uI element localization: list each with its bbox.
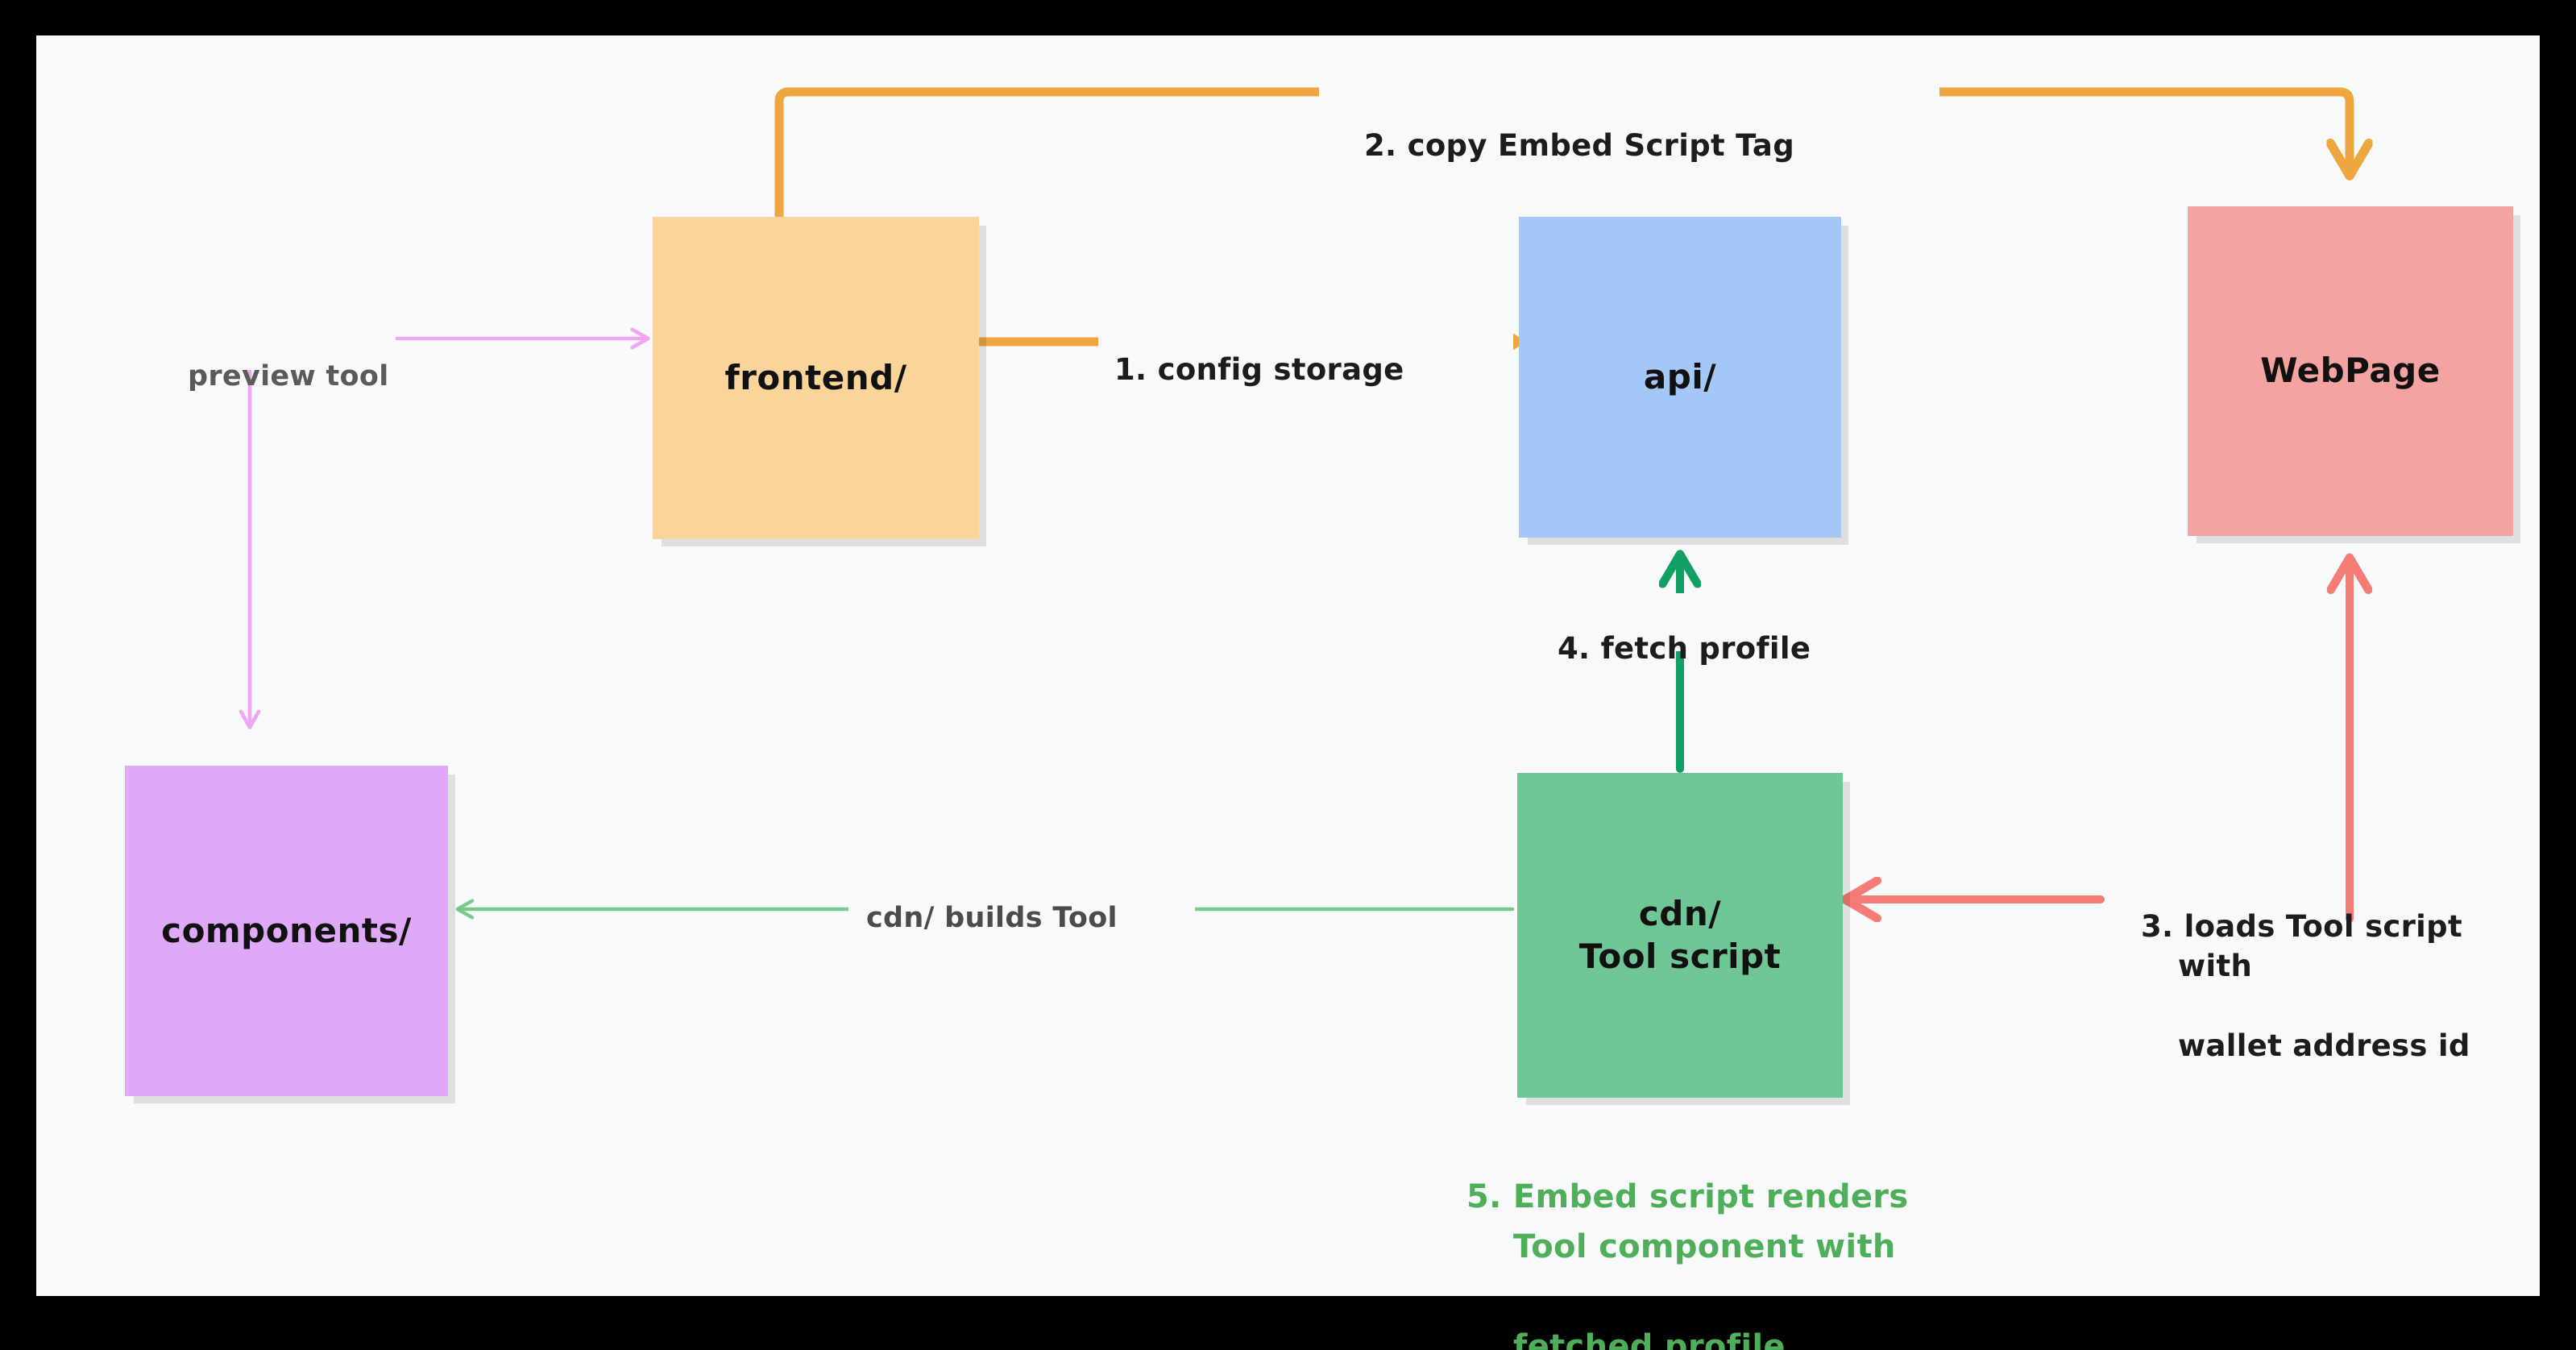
edge-cdn-builds-tool	[455, 880, 1515, 938]
caption-embed-script-renders: 5. Embed script renders Tool component w…	[1466, 1122, 1908, 1350]
caption-line-2: Tool component with	[1513, 1228, 1896, 1265]
edge-label-copy-embed: 2. copy Embed Script Tag	[1364, 128, 1794, 163]
node-frontend[interactable]: frontend/	[653, 217, 979, 539]
edge-layer	[239, 64, 2540, 938]
edge-fetch-profile	[1537, 559, 1827, 773]
node-cdn[interactable]: cdn/ Tool script	[1517, 773, 1843, 1098]
loads-line-3: wallet address id	[2178, 1028, 2470, 1064]
edge-loads-tool-script	[1851, 563, 2350, 923]
caption-line-3: fetched profile	[1513, 1328, 1786, 1350]
edge-copy-embed	[774, 64, 2350, 222]
caption-line-1: 5. Embed script renders	[1466, 1178, 1909, 1215]
node-components-label: components/	[161, 910, 412, 950]
diagram-canvas: frontend/ api/ WebPage components/ cdn/ …	[36, 35, 2540, 1350]
node-api[interactable]: api/	[1519, 217, 1841, 538]
node-api-label: api/	[1643, 356, 1717, 397]
edge-label-loads-tool-script: 3. loads Tool script with wallet address…	[2141, 866, 2470, 1106]
node-webpage[interactable]: WebPage	[2188, 206, 2513, 536]
edge-label-fetch-profile: 4. fetch profile	[1558, 631, 1811, 666]
edge-label-config-storage: 1. config storage	[1114, 352, 1404, 387]
edge-label-cdn-builds-tool: cdn/ builds Tool	[866, 902, 1118, 934]
loads-line-2: with	[2178, 949, 2253, 984]
edge-label-preview-tool: preview tool	[188, 360, 389, 393]
node-cdn-label: cdn/ Tool script	[1578, 894, 1782, 976]
node-frontend-label: frontend/	[724, 357, 907, 397]
node-webpage-label: WebPage	[2260, 351, 2441, 391]
node-components[interactable]: components/	[125, 766, 448, 1096]
loads-line-1: 3. loads Tool script	[2141, 908, 2462, 944]
edge-preview-tool	[239, 327, 650, 729]
edge-config-storage	[976, 313, 1513, 371]
